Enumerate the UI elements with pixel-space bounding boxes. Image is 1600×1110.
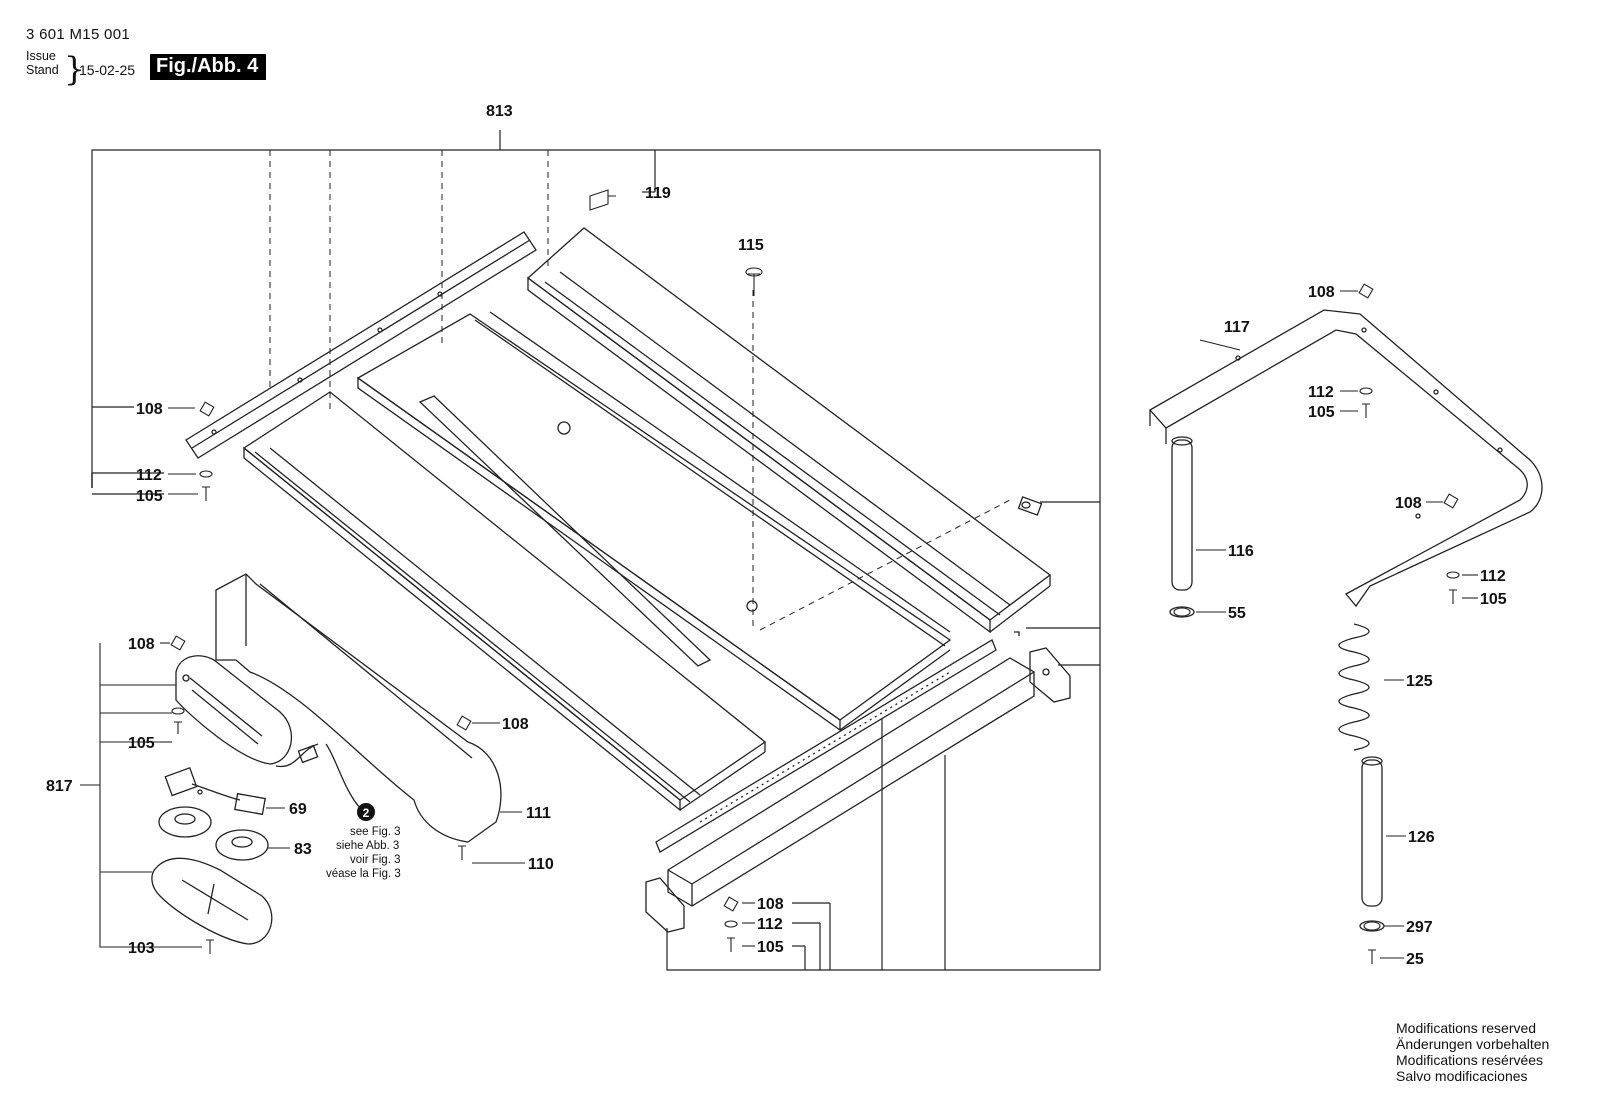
label-108-rail: 108: [136, 401, 163, 418]
arm-cover-817: [175, 655, 293, 765]
reference-marker: [357, 803, 375, 821]
table-panel-right: [526, 227, 1052, 634]
hardware-parts: [170, 189, 1460, 964]
label-111: 111: [526, 805, 551, 822]
reference-note: 2 see Fig. 3 siehe Abb. 3 voir Fig. 3 vé…: [326, 803, 401, 880]
header-brace: }: [64, 49, 85, 88]
label-112-frame-side: 112: [1480, 568, 1506, 585]
label-125: 125: [1406, 673, 1433, 690]
bracket-813: [91, 130, 1101, 971]
label-55: 55: [1228, 605, 1246, 622]
label-116: 116: [1228, 543, 1254, 560]
table-panel-center: [356, 311, 952, 732]
label-297: 297: [1406, 919, 1433, 936]
label-110: 110: [528, 856, 554, 873]
stand-label: Stand: [26, 63, 59, 77]
issue-label: Issue: [26, 49, 56, 63]
label-69: 69: [289, 801, 307, 818]
label-108-cover: 108: [128, 636, 155, 653]
label-105-cover: 105: [128, 735, 155, 752]
label-103: 103: [128, 940, 155, 957]
notice-line-de: Änderungen vorbehalten: [1396, 1036, 1550, 1052]
label-126: 126: [1408, 829, 1435, 846]
label-115: 115: [738, 237, 764, 254]
side-arm-111: [215, 573, 502, 843]
label-108-frame-top: 108: [1308, 284, 1335, 301]
label-leaders: [80, 290, 1478, 959]
reference-marker-number: 2: [363, 806, 370, 820]
label-25: 25: [1406, 951, 1424, 968]
document-number: 3 601 M15 001: [26, 26, 130, 43]
fence-scale-bar: [655, 639, 997, 853]
label-105-frame-top: 105: [1308, 404, 1335, 421]
figure-title: Fig./Abb. 4: [150, 54, 267, 80]
label-108-frame-side: 108: [1395, 495, 1422, 512]
reference-line-fr: voir Fig. 3: [350, 854, 401, 866]
label-112-rail: 112: [136, 467, 162, 484]
rear-rail: [185, 231, 537, 459]
label-83: 83: [294, 841, 312, 858]
label-813: 813: [486, 103, 513, 120]
label-105-rail: 105: [136, 488, 163, 505]
label-117: 117: [1224, 319, 1250, 336]
part-number-labels: 813 119 115 108 112 105 108 105 817 108 …: [46, 103, 1507, 968]
label-119: 119: [645, 185, 671, 202]
base-plate-103: [151, 857, 273, 945]
reference-line-en: see Fig. 3: [350, 826, 401, 838]
notice-line-fr: Modifications resérvées: [1396, 1052, 1544, 1068]
foot-pads: [158, 806, 269, 861]
stand-leg-tubes: [1169, 436, 1385, 932]
document-header: 3 601 M15 001 Issue Stand } 15-02-25 Fig…: [26, 26, 326, 86]
notice-line-en: Modifications reserved: [1396, 1020, 1537, 1036]
table-panel-left: [242, 391, 767, 812]
fence-end-caps: [645, 496, 1071, 933]
label-105-frame-side: 105: [1480, 591, 1507, 608]
leader-lines-dashed: [269, 150, 1011, 631]
label-105-fence: 105: [757, 939, 784, 956]
issue-date: 15-02-25: [79, 62, 136, 78]
notice-line-es: Salvo modificaciones: [1396, 1068, 1528, 1084]
reference-line-es: véase la Fig. 3: [326, 868, 401, 880]
switch-69: [164, 743, 361, 816]
fence-profile: [667, 657, 1035, 907]
label-108-fence: 108: [757, 896, 784, 913]
label-817: 817: [46, 778, 73, 795]
label-112-frame-top: 112: [1308, 384, 1334, 401]
reference-line-de: siehe Abb. 3: [336, 840, 399, 852]
modifications-notice: Modifications reserved Änderungen vorbeh…: [1396, 1020, 1549, 1084]
label-112-fence: 112: [757, 916, 783, 933]
label-108-arm: 108: [502, 716, 529, 733]
stand-frame-117: [1148, 309, 1543, 608]
